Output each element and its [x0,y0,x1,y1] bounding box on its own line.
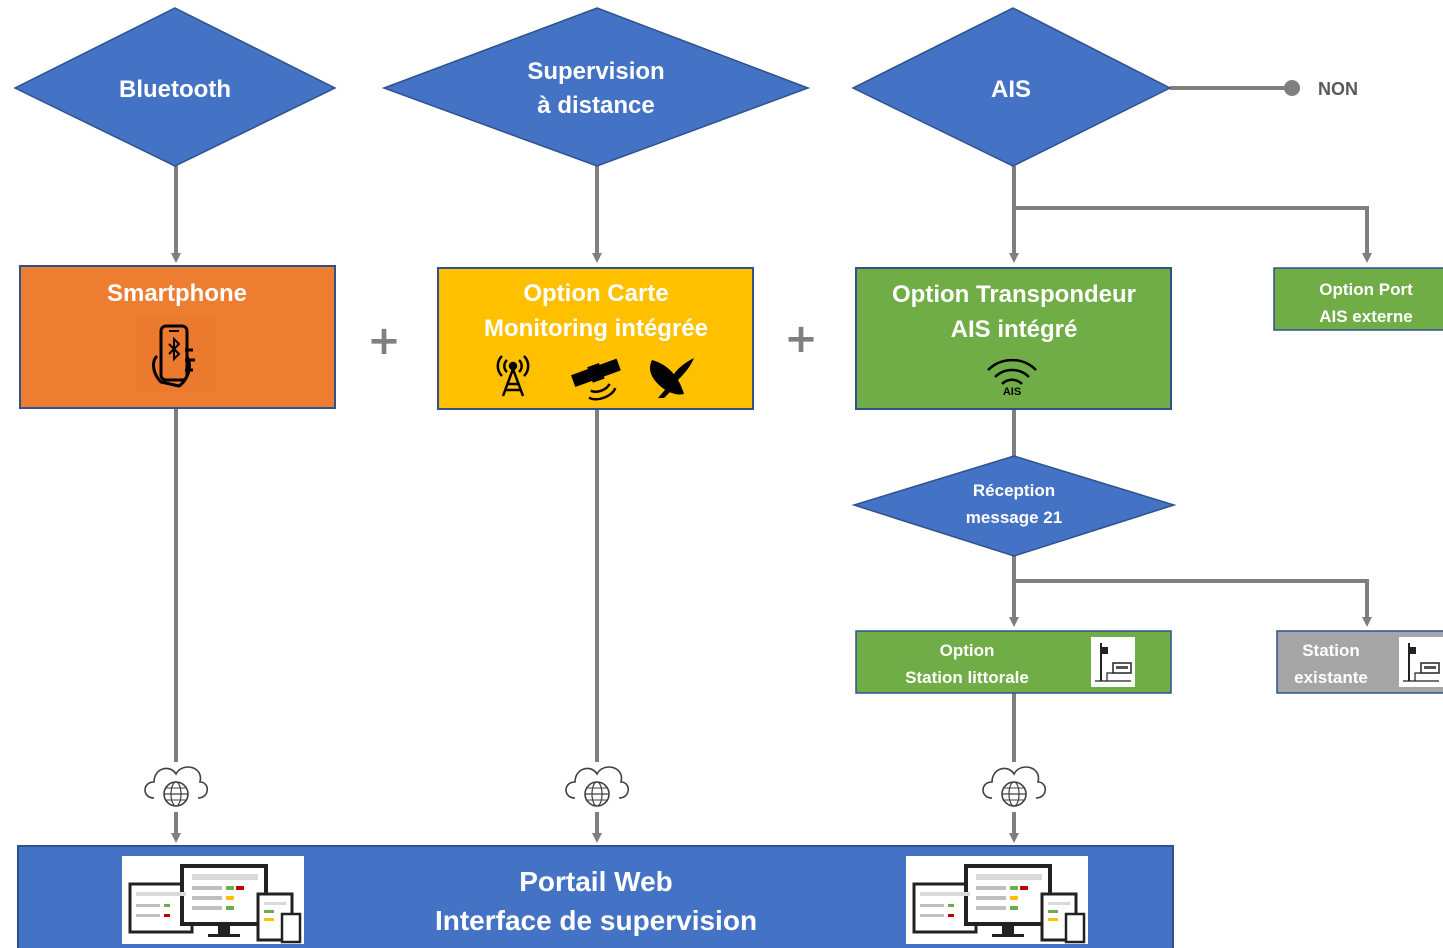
cloud-globe-icon [565,766,630,807]
portail-title: Portail Web [519,866,673,897]
box-portail-web: Portail Web Interface de supervision [17,845,1174,948]
decision-supervision-line1: Supervision [527,58,664,85]
plus-operator-1: + [367,318,401,364]
box-station-existante-line1: Station [1302,641,1360,660]
box-transpondeur: Option Transpondeur AIS intégré AIS [855,267,1172,410]
connector-ais-port [1014,206,1372,263]
station-thumbnail-image [1090,636,1136,688]
decision-bluetooth-label: Bluetooth [119,76,231,103]
box-port-ais-line1: Option Port [1319,280,1413,299]
box-port-ais: Option Port AIS externe [1273,267,1443,331]
ais-icon-text: AIS [1003,386,1021,398]
decision-reception: Réception message 21 [851,455,1177,557]
smartphone-bluetooth-icon [135,316,217,392]
decision-ais: AIS [851,7,1172,167]
box-station-littorale: Option Station littorale [855,630,1172,694]
connector-reception-existante [1014,579,1372,627]
decision-reception-line1: Réception [973,481,1055,500]
antenna-tower-icon [496,355,530,397]
connectors [171,86,1372,843]
satellite-dish-icon [650,358,694,398]
decision-bluetooth: Bluetooth [13,7,337,167]
box-smartphone: Smartphone [19,265,336,409]
plus-operator-2: + [784,316,818,362]
box-station-existante: Station existante [1276,630,1443,694]
box-transpondeur-line1: Option Transpondeur [892,281,1136,308]
cloud-globe-icon [144,766,209,807]
box-smartphone-title: Smartphone [107,280,247,307]
box-port-ais-line2: AIS externe [1319,307,1413,326]
decision-reception-line2: message 21 [966,508,1062,527]
satellite-icon [570,358,621,401]
devices-screenshot-image [120,854,306,946]
box-station-littorale-line2: Station littorale [905,668,1029,687]
decision-supervision: Supervision à distance [381,7,811,167]
portail-subtitle: Interface de supervision [435,905,757,936]
station-existante-thumbnail-image [1398,636,1443,688]
non-label: NON [1318,79,1358,99]
decision-ais-label: AIS [991,76,1031,103]
ais-wifi-icon: AIS [987,358,1037,398]
box-station-littorale-line1: Option [940,641,995,660]
box-carte-line2: Monitoring intégrée [484,315,708,342]
box-station-existante-line2: existante [1294,668,1368,687]
box-transpondeur-line2: AIS intégré [951,316,1078,343]
box-carte: Option Carte Monitoring intégrée [437,267,754,410]
decision-supervision-line2: à distance [537,92,654,119]
cloud-globe-icon [982,766,1047,807]
devices-screenshot-image [904,854,1090,946]
non-endpoint-dot [1284,80,1300,96]
box-carte-line1: Option Carte [523,280,668,307]
